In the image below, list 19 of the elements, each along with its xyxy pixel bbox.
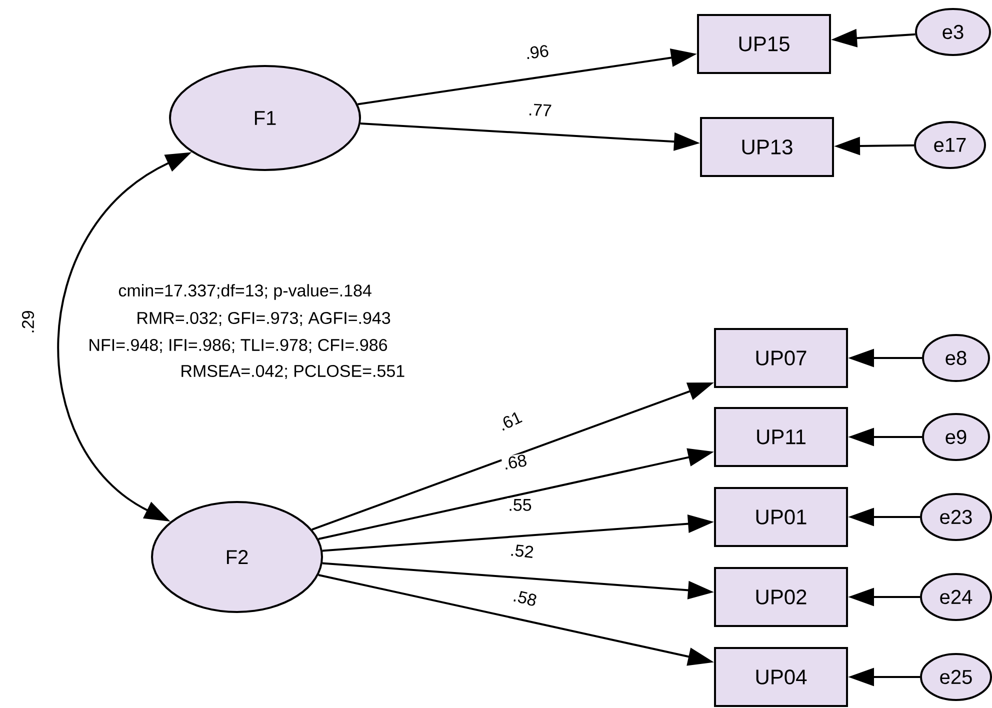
observed-box: UP04 xyxy=(714,647,848,707)
edge-label: .61 xyxy=(495,409,525,433)
edge-label: .29 xyxy=(21,309,36,335)
fit-statistics: RMSEA=.042; PCLOSE=.551 xyxy=(182,364,404,380)
observed-box: UP07 xyxy=(714,328,848,388)
fit-statistics: cmin=17.337;df=13; p-value=.184 xyxy=(118,284,372,300)
edge-label: .96 xyxy=(523,43,551,61)
observed-box: UP01 xyxy=(714,487,848,547)
fit-statistics: NFI=.948; IFI=.986; TLI=.978; CFI=.986 xyxy=(90,338,388,354)
observed-box: UP15 xyxy=(697,14,831,74)
edge-label: .52 xyxy=(508,542,536,560)
observed-box: UP02 xyxy=(714,567,848,627)
edge-label: .68 xyxy=(501,452,529,472)
edge-label: .55 xyxy=(507,498,533,512)
fit-statistics: RMR=.032; GFI=.973; AGFI=.943 xyxy=(138,312,390,326)
edge-label: .58 xyxy=(510,588,540,608)
observed-box: UP11 xyxy=(714,407,848,467)
edge-label: .77 xyxy=(526,102,554,118)
observed-box: UP13 xyxy=(700,117,834,177)
